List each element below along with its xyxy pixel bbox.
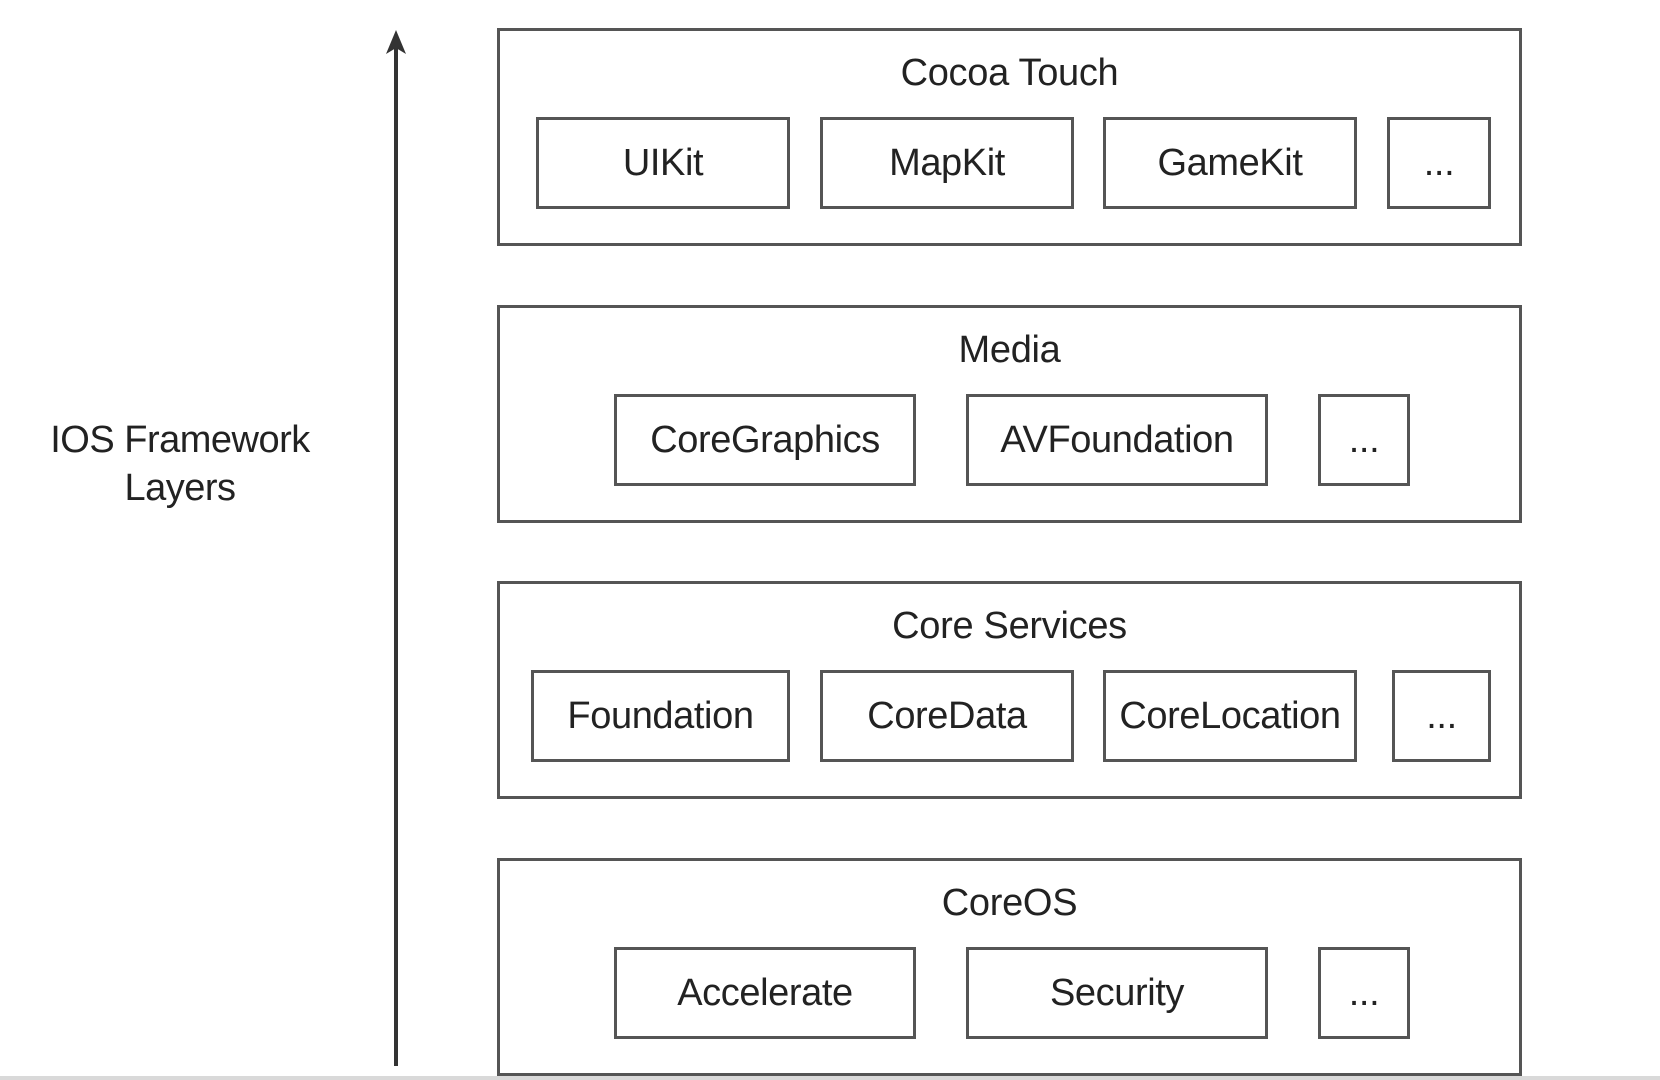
framework-box: MapKit [820, 117, 1074, 209]
more-frameworks-box: ... [1387, 117, 1491, 209]
caption-line-2: Layers [124, 467, 236, 509]
more-frameworks-box: ... [1392, 670, 1491, 762]
framework-box: Security [966, 947, 1268, 1039]
caption-line-1: IOS Framework [50, 419, 310, 461]
framework-box: CoreData [820, 670, 1074, 762]
more-frameworks-box: ... [1318, 394, 1410, 486]
more-frameworks-box: ... [1318, 947, 1410, 1039]
framework-box: GameKit [1103, 117, 1357, 209]
layer-cocoa-touch: Cocoa Touch UIKit MapKit GameKit ... [497, 28, 1522, 246]
diagram-caption: IOS Framework Layers [20, 416, 340, 512]
framework-box: Foundation [531, 670, 790, 762]
bottom-divider [0, 1076, 1660, 1080]
layer-title: Cocoa Touch [900, 52, 1119, 94]
framework-box: CoreGraphics [614, 394, 916, 486]
layer-title: CoreOS [941, 882, 1078, 924]
framework-box: UIKit [536, 117, 790, 209]
framework-box: AVFoundation [966, 394, 1268, 486]
layer-title: Media [958, 329, 1061, 371]
framework-box: Accelerate [614, 947, 916, 1039]
up-arrow-icon [386, 30, 406, 1066]
framework-box: CoreLocation [1103, 670, 1357, 762]
layer-media: Media CoreGraphics AVFoundation ... [497, 305, 1522, 523]
layer-core-services: Core Services Foundation CoreData CoreLo… [497, 581, 1522, 799]
layer-core-os: CoreOS Accelerate Security ... [497, 858, 1522, 1076]
layer-title: Core Services [892, 605, 1127, 647]
